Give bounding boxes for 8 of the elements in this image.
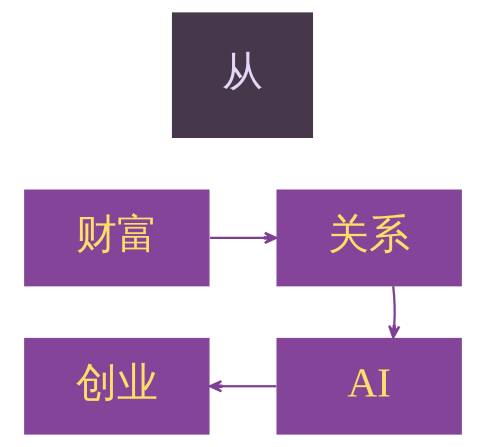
arrow — [208, 380, 276, 392]
arrow — [388, 286, 400, 339]
node-box: 从 — [172, 12, 314, 138]
node-box: 创业 — [24, 338, 210, 435]
node-box: AI — [276, 338, 462, 435]
node-box: 关系 — [276, 190, 462, 286]
node-box: 财富 — [24, 190, 210, 286]
arrow — [210, 232, 278, 244]
